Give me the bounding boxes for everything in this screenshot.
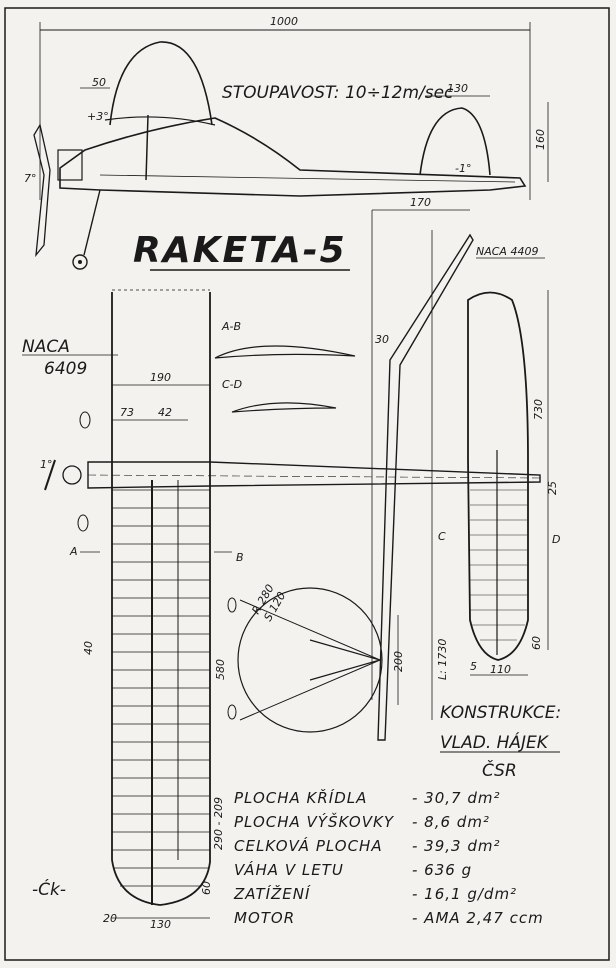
dim-chord: 190 xyxy=(150,371,171,384)
dim-tail-half: 730 xyxy=(532,399,545,420)
spec-value: - 636 g xyxy=(412,861,472,879)
section-cd-label: C-D xyxy=(222,378,242,391)
dim-nose: 50 xyxy=(92,76,106,89)
dim-span: L: 1730 xyxy=(436,639,449,680)
dim-total-length: 1000 xyxy=(270,15,298,28)
fin-side xyxy=(419,107,491,176)
dim-73: 73 xyxy=(120,406,134,419)
dim-arc-580: 580 xyxy=(214,659,227,680)
spec-value: - 8,6 dm² xyxy=(412,813,490,831)
dim-tip-130: 130 xyxy=(150,918,171,931)
dim-fin-height: 160 xyxy=(534,129,547,150)
wing-pylon xyxy=(109,41,213,126)
propeller-side xyxy=(33,123,51,258)
spec-table: PLOCHA KŘÍDLA - 30,7 dm² PLOCHA VÝŠKOVKY… xyxy=(233,788,544,927)
fuselage-plan xyxy=(44,411,541,532)
dim-tail-tip: 60 xyxy=(530,636,543,650)
dim-tip-60: 60 xyxy=(200,881,213,895)
airfoil-sections: A-B C-D xyxy=(214,320,356,413)
tailplane-outline xyxy=(467,291,529,661)
signature: -Ćk- xyxy=(32,878,66,900)
dim-42: 42 xyxy=(158,406,172,419)
wheel-side xyxy=(72,254,88,270)
engine-plan xyxy=(62,465,82,485)
spec-label: MOTOR xyxy=(234,909,295,927)
designer-label: KONSTRUKCE: xyxy=(440,703,561,723)
side-view: 1000 50 +3° 7° STOUPAVOST: 10÷12m/sec 13… xyxy=(24,15,549,270)
dim-tip-20: 20 xyxy=(103,912,117,925)
section-ab-label: A-B xyxy=(221,320,241,333)
dim-tip-label: 290 - 209 xyxy=(212,797,225,850)
spec-label: ZATÍŽENÍ xyxy=(233,884,311,903)
engine-side xyxy=(57,149,83,181)
section-d: D xyxy=(552,533,560,546)
plan-title: RAKETA-5 xyxy=(133,230,347,271)
tailplane-plan: NACA 4409 730 110 5 60 25 C D xyxy=(438,245,560,676)
section-b: B xyxy=(236,551,244,564)
dim-thrust-up: +3° xyxy=(87,110,109,123)
spec-value: - 30,7 dm² xyxy=(412,789,501,807)
spec-label: VÁHA V LETU xyxy=(234,860,344,879)
dim-stab-span: 170 xyxy=(410,196,431,209)
climb-rate: STOUPAVOST: 10÷12m/sec xyxy=(222,83,454,103)
dim-rib-40: 40 xyxy=(82,641,95,655)
spec-value: - 16,1 g/dm² xyxy=(412,885,517,903)
sheet-border xyxy=(4,7,610,961)
spec-label: PLOCHA KŘÍDLA xyxy=(234,788,367,807)
wing-plan: 190 73 42 NACA 6409 40 60 20 130 290 - 2… xyxy=(22,289,244,931)
dim-stab-incidence: -1° xyxy=(455,162,471,175)
wing-outline xyxy=(111,292,211,906)
spec-label: PLOCHA VÝŠKOVKY xyxy=(234,812,395,831)
dim-gear: 200 xyxy=(392,651,405,672)
dim-stab-chord: 130 xyxy=(447,82,468,95)
designer-name: VLAD. HÁJEK xyxy=(440,731,550,753)
dim-tail-chord: 110 xyxy=(490,663,511,676)
gear-view: 200 R 280 S 120 580 xyxy=(214,582,405,733)
dihedral-view: 170 30 L: 1730 xyxy=(371,196,474,741)
section-c: C xyxy=(438,530,446,543)
fuselage-side xyxy=(59,117,527,197)
dim-tail-25: 25 xyxy=(546,481,559,495)
dim-one-deg: 1° xyxy=(40,458,53,471)
wing-airfoil-number: 6409 xyxy=(44,359,87,379)
designer-country: ČSR xyxy=(482,759,517,781)
tail-airfoil: NACA 4409 xyxy=(476,245,538,258)
spec-value: - AMA 2,47 ccm xyxy=(412,909,544,927)
section-a: A xyxy=(69,545,78,558)
spec-label: CELKOVÁ PLOCHA xyxy=(234,836,383,855)
dim-tail-5: 5 xyxy=(470,660,477,673)
wing-ribs xyxy=(112,489,210,887)
wing-airfoil-label: NACA xyxy=(22,337,70,357)
dim-dihedral-pos: 30 xyxy=(375,333,389,346)
spec-value: - 39,3 dm² xyxy=(412,837,501,855)
dim-thrust-side: 7° xyxy=(24,172,37,185)
